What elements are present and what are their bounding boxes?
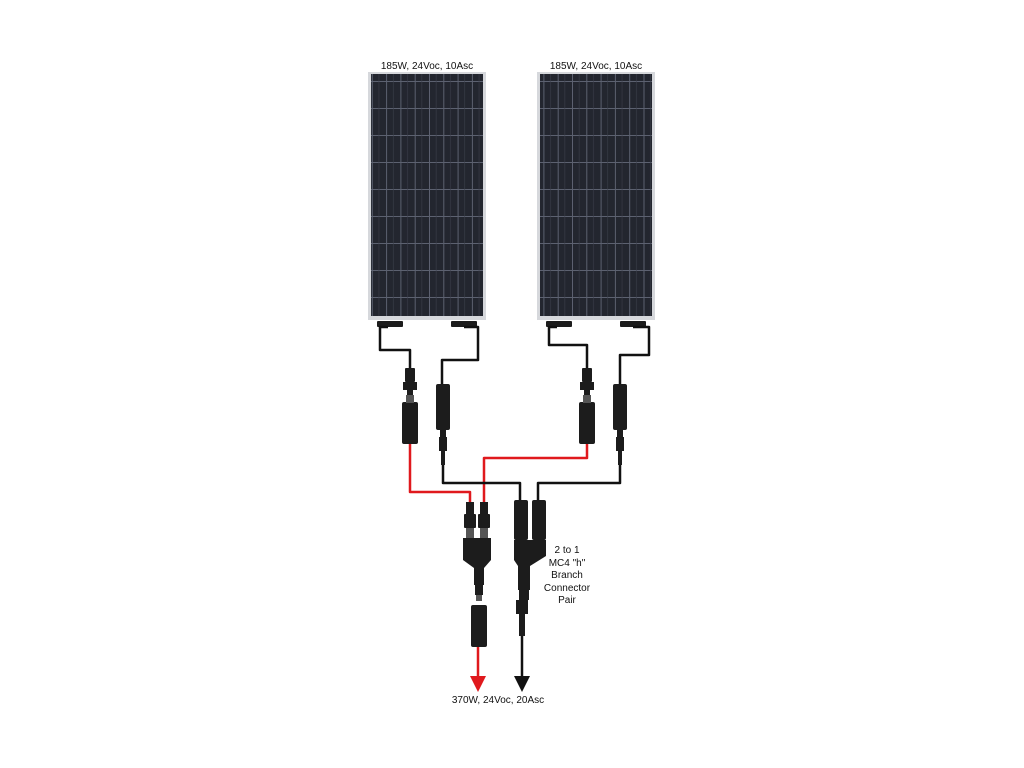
- arrow-down-icon: [514, 636, 530, 692]
- solar-panel-icon: [368, 72, 486, 327]
- branch-label-line: Pair: [558, 595, 576, 606]
- branch-connector-label: 2 to 1 MC4 "h" Branch Connector Pair: [532, 545, 602, 608]
- branch-label-line: 2 to 1: [554, 545, 580, 556]
- mc4-connector-icon: [402, 368, 418, 444]
- mc4-connector-icon: [579, 368, 595, 444]
- mc4-branch-connector-icon: [463, 502, 491, 647]
- branch-label-line: Branch: [551, 570, 583, 581]
- mc4-connector-icon: [436, 384, 450, 465]
- mc4-branch-connector-icon: [514, 500, 546, 636]
- panel-label: 185W, 24Voc, 10Asc: [549, 61, 643, 72]
- panel-label: 185W, 24Voc, 10Asc: [380, 61, 474, 72]
- solar-panel-icon: [537, 72, 655, 327]
- output-label: 370W, 24Voc, 20Asc: [451, 695, 545, 706]
- mc4-connector-icon: [613, 384, 627, 465]
- panel-leads: [378, 325, 651, 384]
- branch-label-line: MC4 "h": [548, 557, 586, 569]
- branch-label-line: Connector: [543, 582, 591, 594]
- arrow-down-icon: [470, 647, 486, 692]
- positive-wires: [408, 444, 589, 502]
- negative-wires: [441, 465, 622, 500]
